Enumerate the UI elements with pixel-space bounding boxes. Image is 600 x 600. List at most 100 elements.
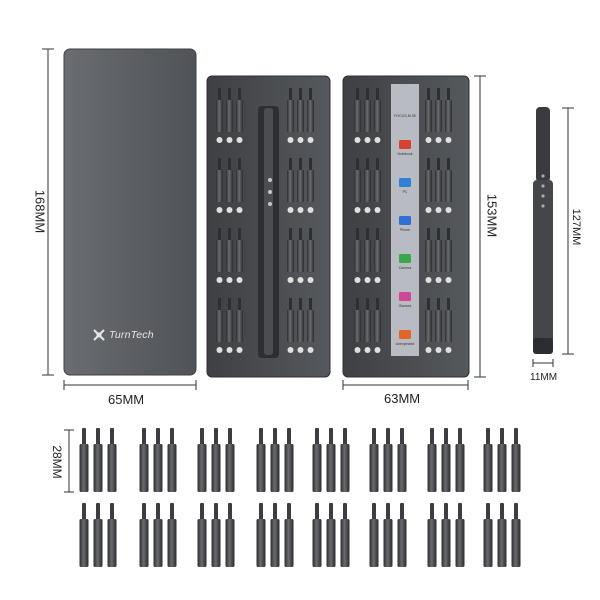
driver-height-label: 127MM [570, 208, 582, 246]
tray-bit [236, 228, 243, 283]
tray-bit [374, 228, 381, 283]
strip-icon: Notebook [398, 140, 413, 156]
bit [497, 503, 507, 567]
strip-title: FOCUS-M-35 [394, 114, 416, 118]
tray-bits [216, 88, 452, 353]
tray-bit [425, 228, 432, 283]
strip-label: Unexpected [396, 342, 415, 346]
strip-label: Glasses [399, 304, 412, 308]
tray-bit [287, 298, 294, 353]
bit [511, 503, 521, 567]
tray-bit [374, 298, 381, 353]
bit [427, 503, 437, 567]
bit [79, 428, 89, 492]
case-width-label: 65MM [108, 392, 145, 407]
bit [153, 428, 163, 492]
loose-bits [79, 428, 521, 567]
bit [256, 503, 266, 567]
bit [93, 428, 103, 492]
bit [383, 428, 393, 492]
tray-bit [425, 88, 432, 143]
tray-bit [354, 88, 361, 143]
strip-icon: Camera [399, 254, 412, 270]
tray-bit [307, 158, 314, 213]
tray-bit [445, 298, 452, 353]
brand-logo: TurnTech [92, 327, 182, 343]
case-height-label: 168MM [32, 189, 48, 234]
bit [369, 428, 379, 492]
tray-bit [287, 158, 294, 213]
bit [211, 503, 221, 567]
tray-bit [226, 88, 233, 143]
bit [107, 428, 117, 492]
tray-bit [364, 228, 371, 283]
bit [383, 503, 393, 567]
bit [340, 503, 350, 567]
strip-label: Notebook [398, 152, 413, 156]
tray-bit [435, 88, 442, 143]
bit [441, 428, 451, 492]
bit [107, 503, 117, 567]
bit [197, 503, 207, 567]
bit [369, 503, 379, 567]
strip-label: PC [403, 190, 408, 194]
tray-bit [216, 158, 223, 213]
tray-bit [354, 228, 361, 283]
tray-bit [425, 158, 432, 213]
bit [167, 503, 177, 567]
tray-bit [364, 88, 371, 143]
closed-case [63, 48, 197, 376]
tray-bit [287, 88, 294, 143]
bit [139, 503, 149, 567]
tray-bit [445, 88, 452, 143]
bit [312, 503, 322, 567]
bit [270, 503, 280, 567]
strip-icon: Glasses [399, 292, 412, 308]
bit [211, 428, 221, 492]
strip-icon: Unexpected [396, 330, 415, 346]
bit [511, 428, 521, 492]
tray-bit [425, 298, 432, 353]
bit [153, 503, 163, 567]
bit [483, 428, 493, 492]
bit [197, 428, 207, 492]
tray-bit [226, 298, 233, 353]
tray-bit [374, 88, 381, 143]
bit [284, 428, 294, 492]
tray-bit [216, 298, 223, 353]
tray-bit [297, 298, 304, 353]
tray-bit [307, 298, 314, 353]
bit [326, 503, 336, 567]
strip-icon: PC [399, 178, 411, 194]
bit [441, 503, 451, 567]
tray-bit [297, 228, 304, 283]
tray-bit [364, 298, 371, 353]
standalone-driver [533, 107, 553, 354]
tray-bit [435, 228, 442, 283]
tray-width-label: 63MM [384, 391, 421, 406]
tray-bit [354, 158, 361, 213]
tray-bit [287, 228, 294, 283]
tray-bit [435, 158, 442, 213]
bit [93, 503, 103, 567]
tray-bit [297, 158, 304, 213]
tray-bit [445, 228, 452, 283]
tray-bit [374, 158, 381, 213]
tray-bit [364, 158, 371, 213]
bit [79, 503, 89, 567]
bit [256, 428, 266, 492]
bit [455, 428, 465, 492]
tray-bit [216, 88, 223, 143]
bit [284, 503, 294, 567]
strip-label: Phone [400, 228, 410, 232]
bit [455, 503, 465, 567]
tray-bit [307, 88, 314, 143]
bit-height-label: 28MM [50, 445, 64, 479]
bit [340, 428, 350, 492]
strip-label: Camera [399, 266, 412, 270]
tray-bit [236, 88, 243, 143]
dimension-lines [42, 48, 574, 493]
tray-bit [354, 298, 361, 353]
tray-bit [216, 228, 223, 283]
driver-width-label: 11MM [530, 372, 558, 383]
